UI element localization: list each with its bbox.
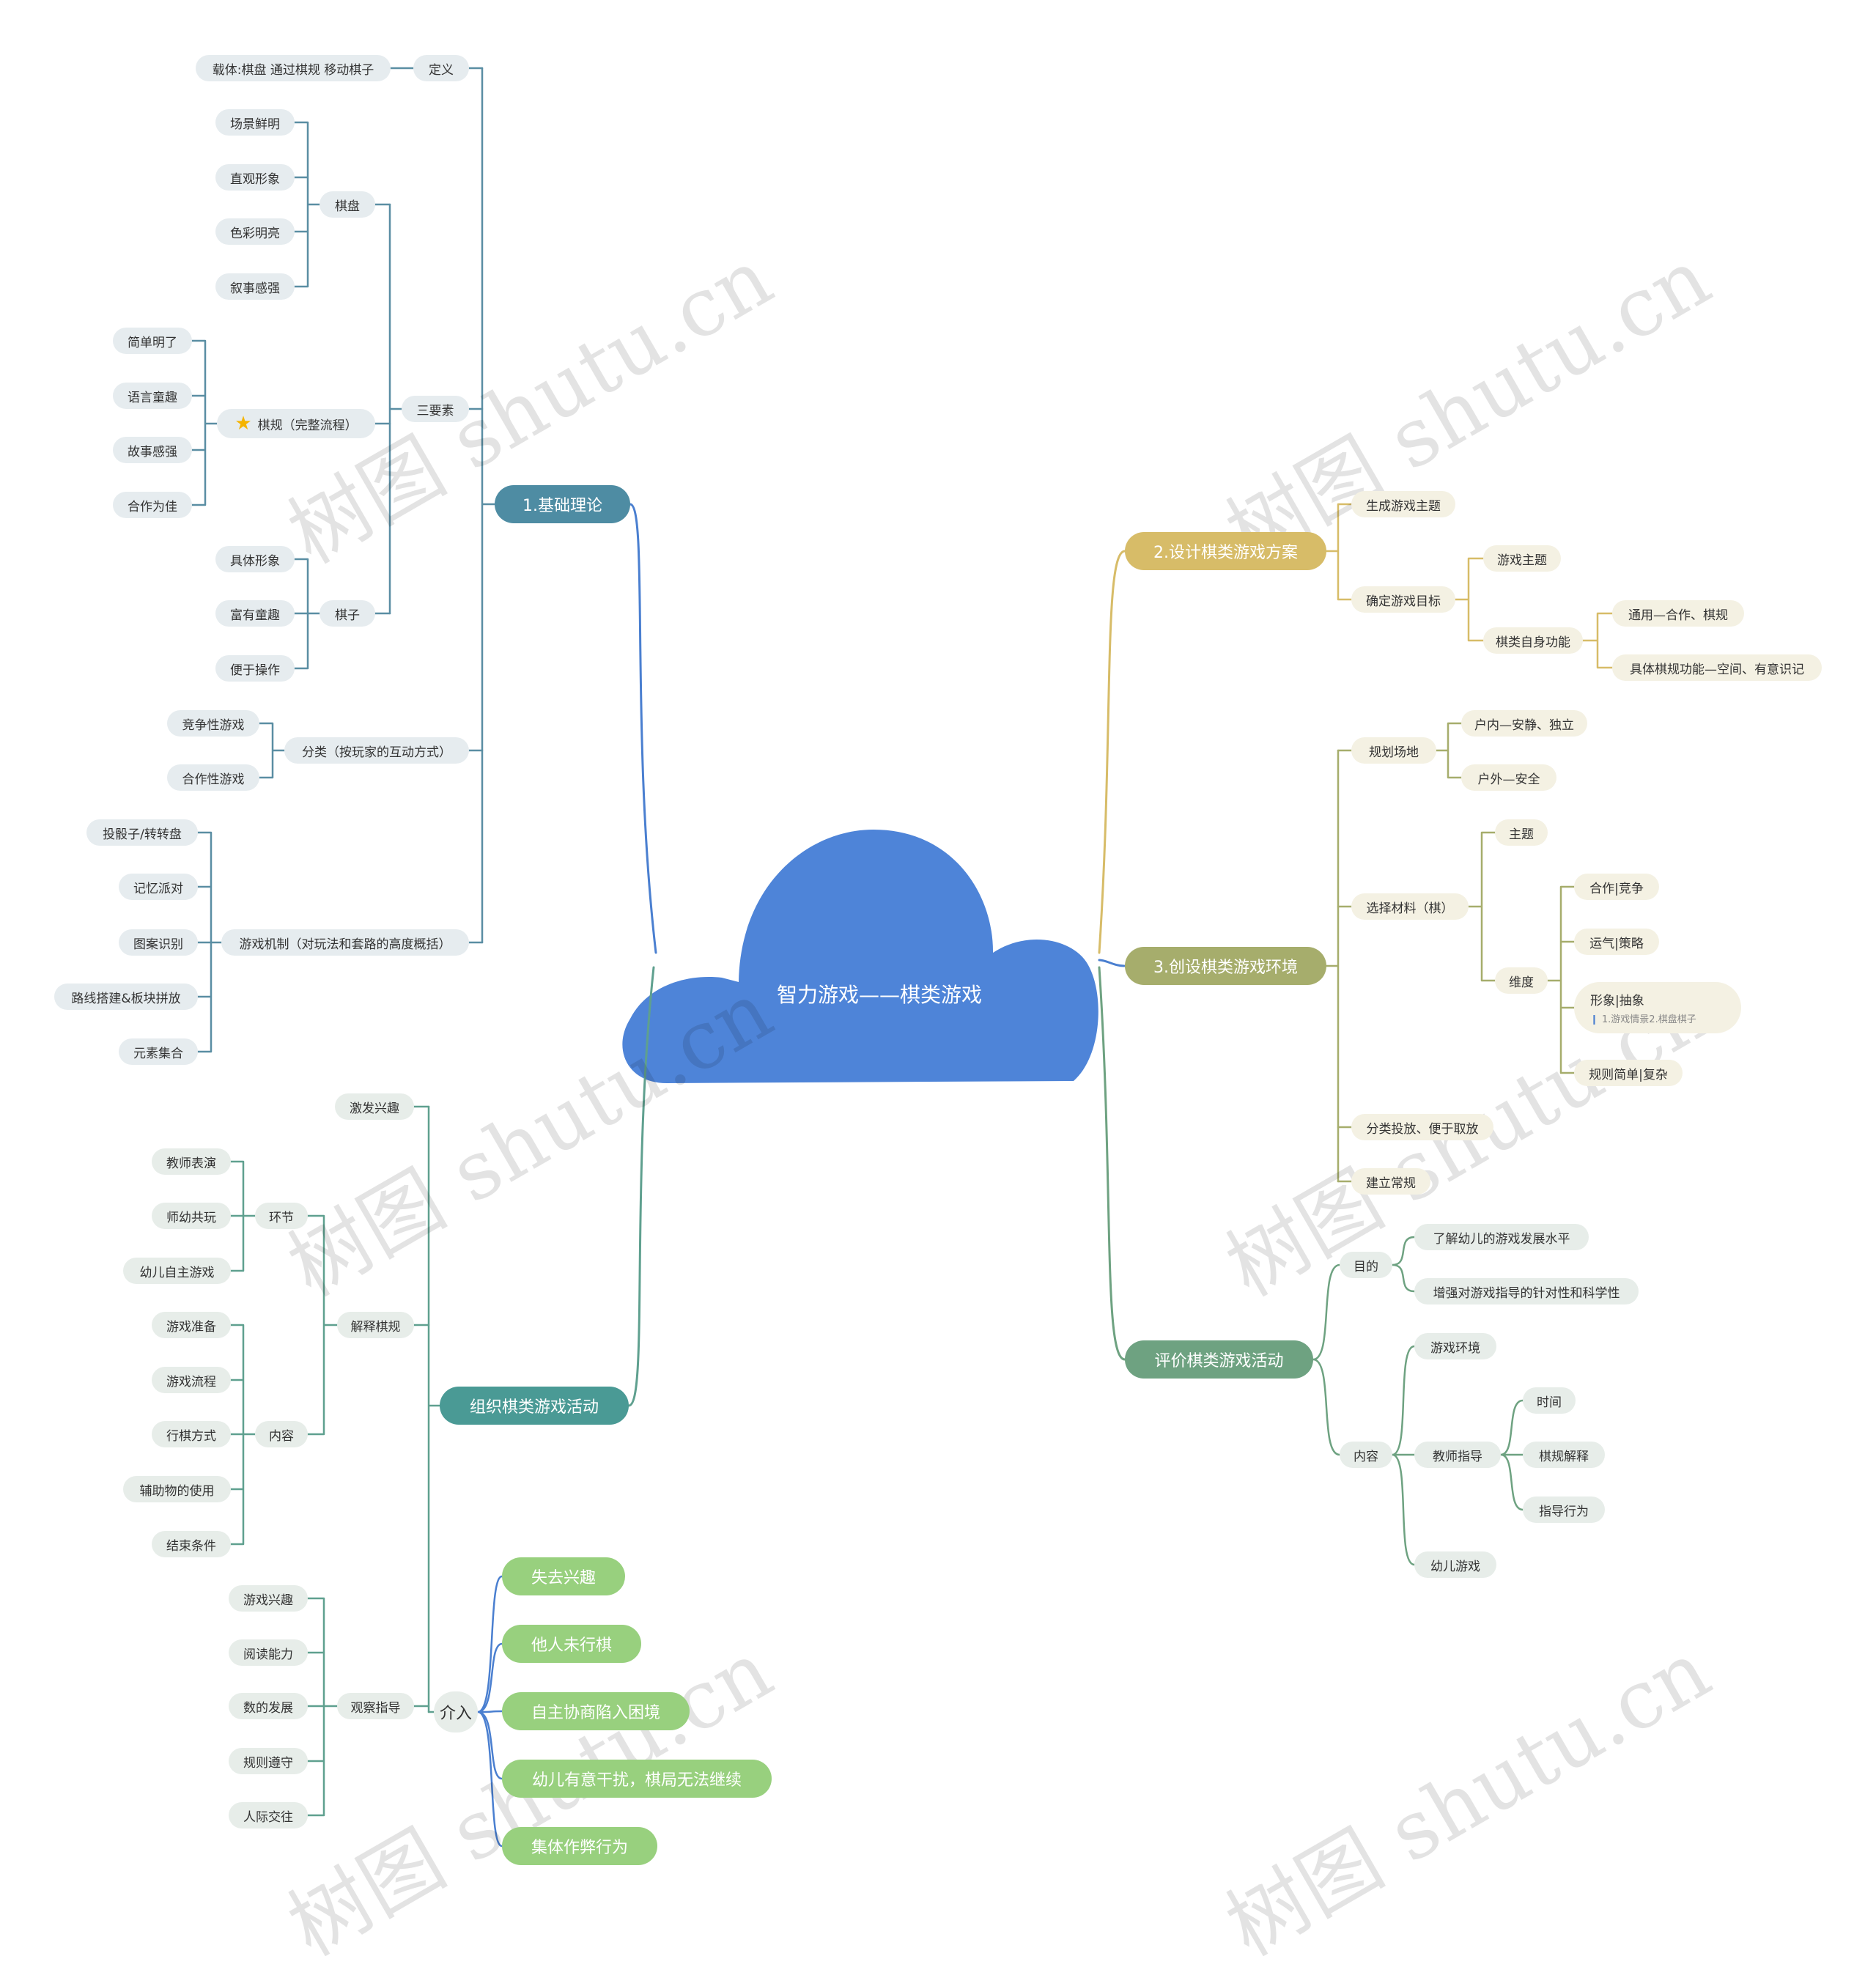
intervene-item[interactable]: 自主协商陷入困境: [502, 1692, 690, 1730]
rules-item[interactable]: 合作为佳: [113, 492, 192, 518]
purpose-item[interactable]: 增强对游戏指导的针对性和科学性: [1414, 1278, 1639, 1304]
purpose-item[interactable]: 了解幼儿的游戏发展水平: [1414, 1224, 1589, 1250]
node-explain-content[interactable]: 内容: [255, 1421, 308, 1447]
stage-item[interactable]: 幼儿自主游戏: [123, 1258, 231, 1284]
connector-lines: [191, 67, 1614, 1848]
dimension-note-text: 1.游戏情景2.棋盘棋子: [1601, 1014, 1696, 1025]
node-chess-function[interactable]: 棋类自身功能: [1483, 627, 1583, 654]
site-item[interactable]: 户内—安静、独立: [1461, 710, 1587, 737]
node-material[interactable]: 选择材料（棋）: [1351, 893, 1469, 920]
teacher-item[interactable]: 时间: [1523, 1387, 1576, 1414]
dimension-item-with-note[interactable]: 形象|抽象 ❙1.游戏情景2.棋盘棋子: [1574, 982, 1741, 1033]
explain-content-item[interactable]: 游戏准备: [152, 1312, 231, 1338]
board-item[interactable]: 场景鲜明: [215, 109, 295, 136]
board-item[interactable]: 直观形象: [215, 164, 295, 191]
node-rules[interactable]: ★ 棋规（完整流程）: [217, 409, 375, 438]
pieces-item[interactable]: 便于操作: [215, 655, 295, 682]
star-icon: ★: [234, 413, 252, 435]
content-play[interactable]: 幼儿游戏: [1414, 1551, 1496, 1578]
board-item[interactable]: 叙事感强: [215, 273, 295, 300]
dimension-note: ❙1.游戏情景2.棋盘棋子: [1590, 1011, 1696, 1025]
explain-content-item[interactable]: 行棋方式: [152, 1421, 231, 1447]
stage-item[interactable]: 师幼共玩: [152, 1203, 231, 1229]
board-item[interactable]: 色彩明亮: [215, 218, 295, 245]
content-env[interactable]: 游戏环境: [1414, 1333, 1496, 1359]
node-mechanism[interactable]: 游戏机制（对玩法和套路的高度概括）: [221, 929, 469, 956]
function-item[interactable]: 具体棋规功能—空间、有意识记: [1612, 654, 1822, 681]
observe-item[interactable]: 人际交往: [229, 1802, 308, 1828]
node-purpose[interactable]: 目的: [1340, 1252, 1392, 1278]
node-generate-theme[interactable]: 生成游戏主题: [1351, 491, 1455, 517]
node-rules-label: 棋规（完整流程）: [257, 418, 358, 433]
node-category[interactable]: 分类（按玩家的互动方式）: [284, 737, 469, 764]
function-item[interactable]: 通用—合作、棋规: [1612, 600, 1744, 627]
intervene-item[interactable]: 他人未行棋: [502, 1625, 641, 1663]
teacher-item[interactable]: 棋规解释: [1523, 1442, 1605, 1468]
rules-item[interactable]: 简单明了: [113, 328, 192, 354]
node-interest[interactable]: 激发兴趣: [335, 1093, 414, 1120]
rules-item[interactable]: 语言童趣: [113, 383, 192, 409]
dimension-item-label: 形象|抽象: [1590, 994, 1644, 1008]
node-routine[interactable]: 建立常规: [1351, 1168, 1430, 1195]
observe-item[interactable]: 游戏兴趣: [229, 1585, 308, 1612]
node-plan-site[interactable]: 规划场地: [1351, 737, 1436, 764]
node-board[interactable]: 棋盘: [320, 191, 375, 218]
explain-content-item[interactable]: 结束条件: [152, 1531, 231, 1557]
node-stage[interactable]: 环节: [255, 1203, 308, 1229]
node-game-theme[interactable]: 游戏主题: [1483, 545, 1561, 572]
branch-environment[interactable]: 3.创设棋类游戏环境: [1125, 947, 1326, 985]
category-item[interactable]: 竞争性游戏: [167, 710, 259, 737]
branch-evaluate[interactable]: 评价棋类游戏活动: [1125, 1340, 1313, 1379]
teacher-item[interactable]: 指导行为: [1523, 1497, 1605, 1523]
node-intervene[interactable]: 介入: [434, 1691, 478, 1732]
intervene-item[interactable]: 幼儿有意干扰，棋局无法继续: [502, 1760, 772, 1798]
node-definition[interactable]: 定义: [413, 55, 469, 81]
stage-item[interactable]: 教师表演: [152, 1148, 231, 1175]
pieces-item[interactable]: 富有童趣: [215, 600, 295, 627]
node-explain-rules[interactable]: 解释棋规: [337, 1312, 414, 1338]
intervene-item[interactable]: 集体作弊行为: [502, 1827, 657, 1865]
note-bar-icon: ❙: [1590, 1014, 1598, 1025]
content-teacher[interactable]: 教师指导: [1414, 1442, 1501, 1468]
dimension-item[interactable]: 合作|竞争: [1574, 874, 1659, 900]
intervene-item[interactable]: 失去兴趣: [502, 1557, 625, 1595]
branch-design-plan[interactable]: 2.设计棋类游戏方案: [1125, 532, 1326, 570]
explain-content-item[interactable]: 辅助物的使用: [123, 1476, 231, 1502]
node-definition-detail[interactable]: 载体:棋盘 通过棋规 移动棋子: [196, 55, 391, 81]
branch-organize[interactable]: 组织棋类游戏活动: [440, 1387, 629, 1425]
explain-content-item[interactable]: 游戏流程: [152, 1367, 231, 1393]
node-define-goal[interactable]: 确定游戏目标: [1351, 586, 1455, 613]
pieces-item[interactable]: 具体形象: [215, 546, 295, 572]
node-observe[interactable]: 观察指导: [337, 1693, 414, 1719]
root-topic[interactable]: 智力游戏——棋类游戏: [776, 983, 982, 1007]
mechanism-item[interactable]: 元素集合: [119, 1038, 198, 1065]
site-item[interactable]: 户外—安全: [1461, 764, 1556, 791]
mechanism-item[interactable]: 投骰子/转转盘: [86, 819, 198, 846]
node-content[interactable]: 内容: [1340, 1442, 1392, 1468]
mechanism-item[interactable]: 记忆派对: [119, 874, 198, 900]
root-cloud: [622, 830, 1098, 1083]
rules-item[interactable]: 故事感强: [113, 437, 192, 463]
node-dimension[interactable]: 维度: [1495, 967, 1548, 994]
node-three-elements[interactable]: 三要素: [402, 396, 469, 422]
branch-basic-theory[interactable]: 1.基础理论: [495, 485, 630, 523]
observe-item[interactable]: 规则遵守: [229, 1748, 308, 1774]
category-item[interactable]: 合作性游戏: [167, 764, 259, 791]
mechanism-item[interactable]: 图案识别: [119, 929, 198, 956]
dimension-item[interactable]: 规则简单|复杂: [1574, 1060, 1683, 1086]
node-pieces[interactable]: 棋子: [320, 600, 375, 627]
dimension-item[interactable]: 运气|策略: [1574, 929, 1659, 955]
node-topic[interactable]: 主题: [1495, 819, 1548, 846]
observe-item[interactable]: 数的发展: [229, 1693, 308, 1719]
observe-item[interactable]: 阅读能力: [229, 1639, 308, 1666]
mechanism-item[interactable]: 路线搭建&板块拼放: [54, 984, 198, 1010]
node-storage[interactable]: 分类投放、便于取放: [1351, 1114, 1493, 1140]
